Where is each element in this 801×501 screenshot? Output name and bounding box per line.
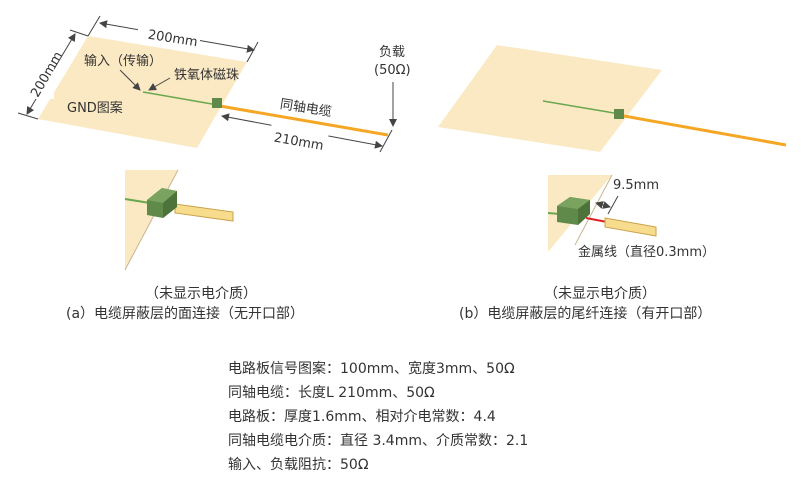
load-value: (50Ω) <box>374 63 411 78</box>
pcb-board <box>438 45 662 152</box>
figure-a: 200mm 200mm 输入（传输） 铁氧体磁珠 GND图案 同轴电缆 210m… <box>17 15 411 322</box>
figure-b: 9.5mm 金属线（直径0.3mm） （未显示电介质） (b）电缆屏蔽层的尾纤连… <box>438 45 787 322</box>
arrow <box>148 77 171 91</box>
input-label: 输入（传输） <box>84 53 162 69</box>
gap-dimension: 9.5mm <box>613 178 659 193</box>
caption-a: (a）电缆屏蔽层的面连接（无开口部） <box>66 305 304 322</box>
ferrite-label: 铁氧体磁珠 <box>174 68 239 83</box>
wire-label: 金属线（直径0.3mm） <box>578 244 715 260</box>
spec-item: 同轴电缆电介质：直径 3.4mm、介质常数：2.1 <box>228 432 528 449</box>
note-b: （未显示电介质） <box>544 286 656 302</box>
spec-item: 电路板：厚度1.6mm、相对介电常数：4.4 <box>228 409 496 425</box>
metal-wire <box>585 217 608 223</box>
load-label: 负载 <box>379 45 405 60</box>
coax-cable <box>604 217 657 237</box>
dimension-line <box>17 112 39 120</box>
coax-cable <box>623 114 787 147</box>
dimension-line <box>69 29 89 37</box>
pcb-board <box>38 36 247 148</box>
dimension-line <box>607 195 619 215</box>
gnd-label: GND图案 <box>67 101 123 116</box>
signal-trace <box>542 100 615 114</box>
signal-trace <box>124 198 151 204</box>
dimension-line <box>87 15 101 37</box>
coax-cable <box>174 203 234 222</box>
arrow <box>119 69 141 91</box>
ferrite-bead <box>212 98 222 108</box>
spec-item: 同轴电缆：长度L 210mm、50Ω <box>228 385 435 401</box>
ferrite-bead <box>614 109 624 119</box>
spec-list: 电路板信号图案：100mm、宽度3mm、50Ω 同轴电缆：长度L 210mm、5… <box>228 360 528 473</box>
signal-trace <box>142 91 213 105</box>
caption-b: (b）电缆屏蔽层的尾纤连接（有开口部） <box>459 305 711 322</box>
note-a: （未显示电介质） <box>145 286 257 302</box>
dimension-line <box>246 41 259 63</box>
dimension-line <box>595 201 611 209</box>
spec-item: 输入、负载阻抗：50Ω <box>228 457 369 473</box>
dimension-line <box>379 129 393 153</box>
spec-item: 电路板信号图案：100mm、宽度3mm、50Ω <box>228 360 515 377</box>
